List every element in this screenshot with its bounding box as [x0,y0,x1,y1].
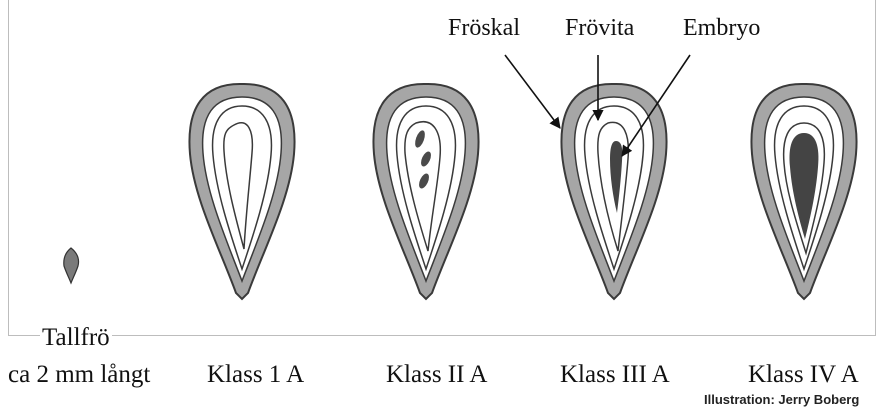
label-seed-size: ca 2 mm långt [8,362,150,387]
seed-class-1 [189,84,294,299]
label-class-1: Klass 1 A [207,362,304,387]
illustration-credit: Illustration: Jerry Boberg [704,392,859,407]
seed-class-2 [373,84,478,299]
seed-class-3 [561,84,666,299]
label-seed-coat: Fröskal [448,16,520,40]
seed-class-4 [751,84,856,299]
label-seed-name: Tallfrö [40,325,112,350]
label-endosperm: Frövita [565,16,634,40]
label-class-3: Klass III A [560,362,670,387]
label-class-2: Klass II A [386,362,487,387]
label-embryo: Embryo [683,16,760,40]
small-seed-icon [64,248,79,283]
arrow-seed-coat [505,55,560,128]
label-class-4: Klass IV A [748,362,859,387]
